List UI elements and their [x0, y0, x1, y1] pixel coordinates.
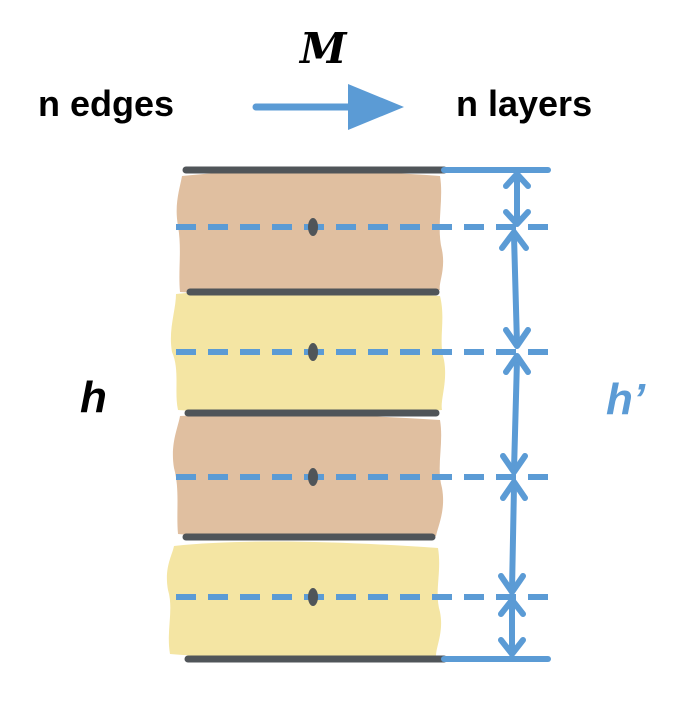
- height-arrow-2: [499, 229, 531, 349]
- layers-label: n layers: [456, 83, 593, 124]
- height-arrow-1: [503, 171, 531, 227]
- node-marker-1: [308, 218, 318, 236]
- edge-lines: [182, 166, 448, 663]
- layer-block-4: [166, 541, 442, 659]
- node-marker-3: [308, 468, 318, 486]
- height-arrow-3: [500, 353, 531, 475]
- edges-label: n edges: [38, 83, 175, 124]
- operator-label: M: [300, 24, 347, 73]
- mapping-arrow: [252, 84, 404, 130]
- node-marker-2: [308, 343, 318, 361]
- node-markers: [308, 218, 318, 606]
- node-marker-4: [308, 588, 318, 606]
- height-label: h: [80, 373, 107, 422]
- height-arrow-4: [498, 479, 528, 595]
- height-prime-label: h’: [606, 375, 646, 424]
- boundary-extensions: [441, 167, 551, 662]
- height-arrows: [498, 171, 531, 657]
- height-arrow-5: [498, 597, 526, 657]
